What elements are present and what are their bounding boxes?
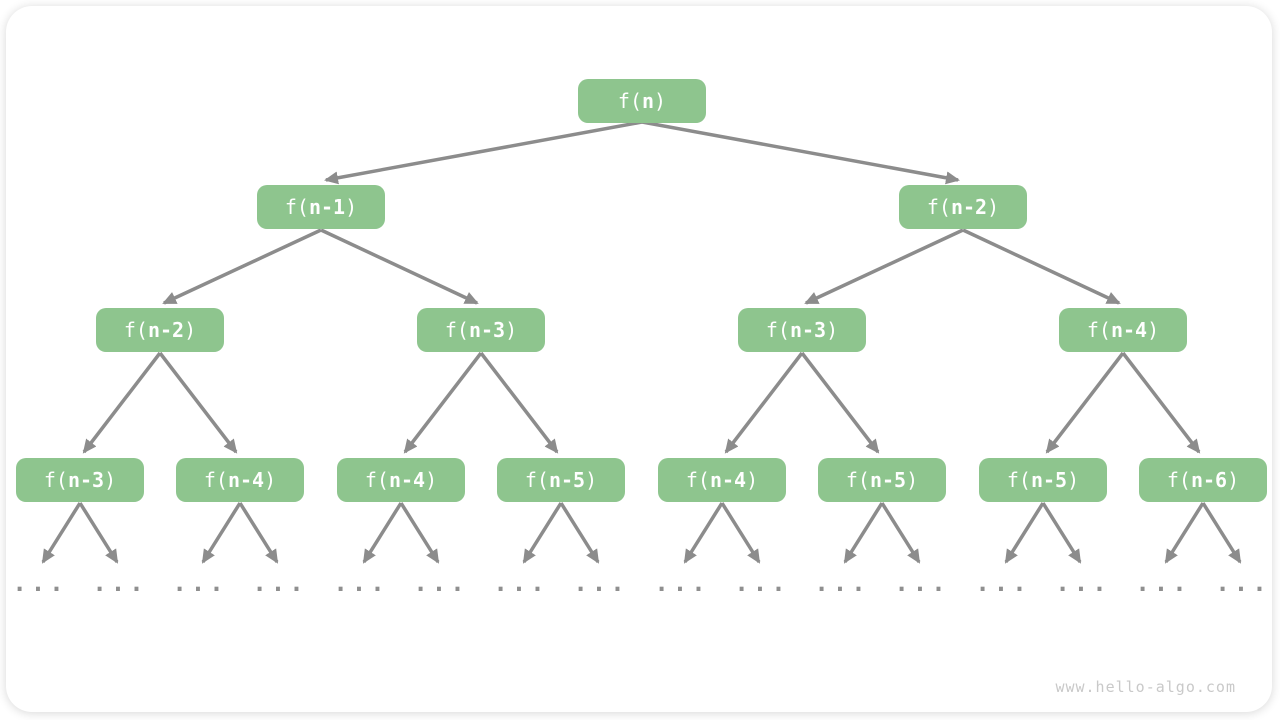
- node-label-arg: n-4: [227, 468, 265, 492]
- tree-node: f(n-4): [1059, 308, 1187, 352]
- tree-node: f(n-4): [658, 458, 786, 502]
- edge-arrows: [41, 120, 1242, 564]
- ellipsis: ...: [975, 569, 1031, 597]
- node-label-pre: f(: [685, 468, 710, 492]
- ellipsis: ...: [1215, 569, 1271, 597]
- node-label-arg: n-5: [869, 468, 907, 492]
- node-label-post: ): [505, 318, 518, 342]
- ellipsis: ...: [413, 569, 469, 597]
- node-label-arg: n-4: [388, 468, 426, 492]
- node-label-pre: f(: [845, 468, 870, 492]
- node-label-post: ): [184, 318, 197, 342]
- node-label-post: ): [264, 468, 277, 492]
- ellipsis: ...: [493, 569, 549, 597]
- node-label-arg: n-5: [1030, 468, 1068, 492]
- node-label-arg: n-6: [1190, 468, 1228, 492]
- node-label-arg: n-2: [147, 318, 185, 342]
- node-label-post: ): [585, 468, 598, 492]
- node-label-pre: f(: [203, 468, 228, 492]
- node-label-post: ): [1067, 468, 1080, 492]
- tree-node: f(n-3): [738, 308, 866, 352]
- tree-node: f(n-3): [16, 458, 144, 502]
- node-label-pre: f(: [364, 468, 389, 492]
- node-label-post: ): [746, 468, 759, 492]
- node-label-pre: f(: [765, 318, 790, 342]
- ellipsis: ...: [1135, 569, 1191, 597]
- node-label-pre: f(: [1086, 318, 1111, 342]
- node-label-pre: f(: [43, 468, 68, 492]
- node-label-pre: f(: [284, 195, 309, 219]
- tree-node: f(n): [578, 79, 706, 123]
- ellipsis: ...: [894, 569, 950, 597]
- node-label-post: ): [826, 318, 839, 342]
- tree-node: f(n-6): [1139, 458, 1267, 502]
- ellipsis: ...: [814, 569, 870, 597]
- node-label-arg: n-4: [1110, 318, 1148, 342]
- node-label-post: ): [987, 195, 1000, 219]
- node-label-arg: n-3: [67, 468, 105, 492]
- ellipsis: ...: [573, 569, 629, 597]
- tree-node: f(n-5): [979, 458, 1107, 502]
- tree-node: f(n-5): [818, 458, 946, 502]
- ellipsis: ...: [734, 569, 790, 597]
- node-label-pre: f(: [444, 318, 469, 342]
- node-label-pre: f(: [1166, 468, 1191, 492]
- node-label-arg: n-4: [709, 468, 747, 492]
- node-label-pre: f(: [123, 318, 148, 342]
- node-label-arg: n: [642, 89, 655, 113]
- tree-node: f(n-1): [257, 185, 385, 229]
- tree-node: f(n-3): [417, 308, 545, 352]
- tree-node: f(n-2): [899, 185, 1027, 229]
- node-label-post: ): [906, 468, 919, 492]
- tree-node: f(n-2): [96, 308, 224, 352]
- node-label-post: ): [654, 89, 667, 113]
- node-label-arg: n-5: [548, 468, 586, 492]
- node-label-arg: n-3: [468, 318, 506, 342]
- ellipsis: ...: [252, 569, 308, 597]
- ellipsis: ...: [172, 569, 228, 597]
- ellipsis: ...: [654, 569, 710, 597]
- node-label-post: ): [1147, 318, 1160, 342]
- tree-node: f(n-5): [497, 458, 625, 502]
- node-label-arg: n-2: [950, 195, 988, 219]
- ellipsis: ...: [92, 569, 148, 597]
- node-label-post: ): [345, 195, 358, 219]
- node-label-pre: f(: [617, 89, 642, 113]
- node-label-pre: f(: [524, 468, 549, 492]
- node-label-arg: n-3: [789, 318, 827, 342]
- ellipsis: ...: [1055, 569, 1111, 597]
- node-label-pre: f(: [1006, 468, 1031, 492]
- node-label-post: ): [104, 468, 117, 492]
- ellipsis: ...: [333, 569, 389, 597]
- node-label-pre: f(: [926, 195, 951, 219]
- node-label-post: ): [425, 468, 438, 492]
- watermark-text: www.hello-algo.com: [1055, 678, 1236, 696]
- tree-node: f(n-4): [176, 458, 304, 502]
- ellipsis: ...: [12, 569, 68, 597]
- node-label-post: ): [1227, 468, 1240, 492]
- node-label-arg: n-1: [308, 195, 346, 219]
- tree-node: f(n-4): [337, 458, 465, 502]
